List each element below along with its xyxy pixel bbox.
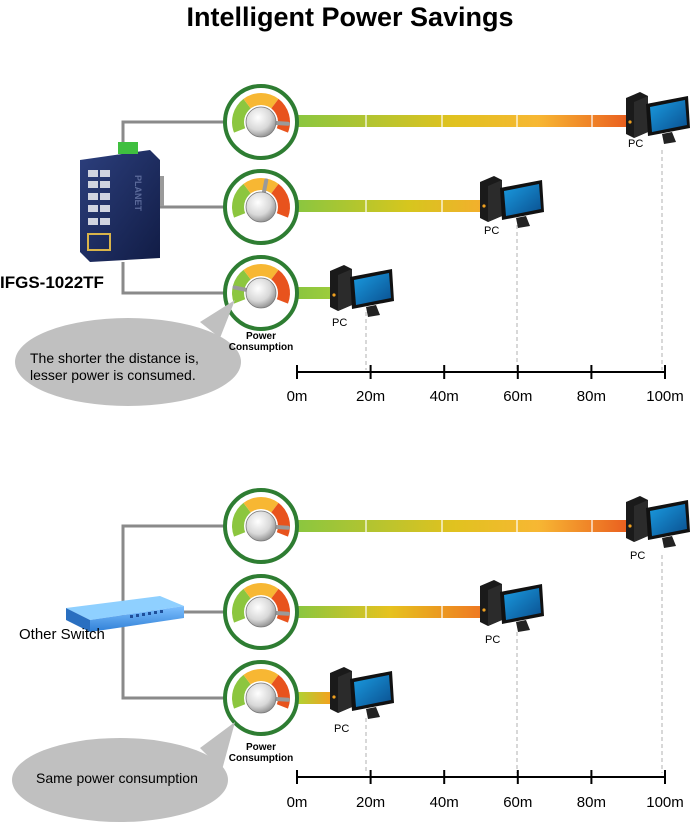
top-scenario: PLANET: [15, 84, 690, 406]
axis-tick-label: 20m: [356, 388, 386, 405]
power-gauge-icon: [223, 84, 299, 160]
power-bar-100m: [296, 115, 632, 127]
link-line-20m: [121, 262, 226, 295]
bubble-text-top: The shorter the distance is, lesser powe…: [30, 350, 199, 384]
bubble-line-2: lesser power is consumed.: [30, 367, 196, 383]
device-label-ifgs: IFGS-1022TF: [0, 273, 104, 292]
bottom-speech-bubble: [12, 722, 235, 822]
axis-tick-label: 60m: [503, 388, 533, 405]
gauge-caption-line-2: Consumption: [228, 753, 294, 764]
page-title: Intelligent Power Savings: [186, 2, 514, 32]
power-gauge-icon: [223, 660, 299, 736]
axis-tick-label: 0m: [286, 388, 308, 405]
axis-tick-label: 100m: [646, 388, 684, 405]
bubble-text-bottom: Same power consumption: [36, 770, 198, 786]
axis-tick-label: 0m: [286, 794, 308, 811]
power-bar-20m-b: [296, 692, 330, 704]
power-bar-100m-b: [296, 520, 632, 532]
power-bar-60m: [296, 200, 482, 212]
pc-icon: [626, 92, 690, 144]
top-speech-bubble: [15, 300, 241, 406]
axis-tick-label: 40m: [429, 388, 459, 405]
gauge-caption-line-1: Power: [245, 742, 276, 753]
pc-icon: [480, 580, 544, 632]
pc-label: PC: [485, 634, 501, 646]
bottom-distance-axis: [296, 770, 666, 784]
bubble-line-1: The shorter the distance is,: [30, 350, 199, 366]
gauge-caption-bottom: Power Consumption: [224, 742, 298, 764]
ifgs-switch-device: PLANET: [80, 142, 164, 262]
gauge-caption-line-2: Consumption: [228, 342, 294, 353]
power-gauge-icon: [223, 488, 299, 564]
power-gauge-icon: [223, 255, 299, 331]
pc-label: PC: [334, 723, 350, 735]
bottom-scenario: [12, 488, 690, 822]
power-bar-60m-b: [296, 606, 482, 618]
svg-text:PLANET: PLANET: [133, 175, 143, 212]
power-gauge-icon: [223, 574, 299, 650]
axis-tick-label: 100m: [646, 794, 684, 811]
pc-icon: [480, 176, 544, 228]
other-switch-device: [66, 596, 184, 632]
pc-icon: [330, 265, 394, 317]
gauge-caption-top: Power Consumption: [224, 331, 298, 353]
power-gauge-icon: [223, 169, 299, 245]
axis-tick-label: 40m: [429, 794, 459, 811]
pc-icon: [626, 496, 690, 548]
pc-icon: [330, 667, 394, 719]
axis-tick-label: 60m: [503, 794, 533, 811]
device-label-other-switch: Other Switch: [19, 626, 105, 643]
axis-tick-label: 80m: [576, 794, 606, 811]
pc-label: PC: [628, 138, 644, 150]
sfp-port-icon: [87, 233, 111, 251]
pc-label: PC: [484, 225, 500, 237]
pc-label: PC: [332, 317, 348, 329]
gauge-caption-line-1: Power: [245, 331, 276, 342]
top-distance-axis: [296, 365, 666, 379]
pc-label: PC: [630, 550, 646, 562]
power-bar-20m: [296, 287, 330, 299]
axis-tick-label: 20m: [356, 794, 386, 811]
terminal-block-icon: [118, 142, 138, 154]
axis-tick-label: 80m: [576, 388, 606, 405]
